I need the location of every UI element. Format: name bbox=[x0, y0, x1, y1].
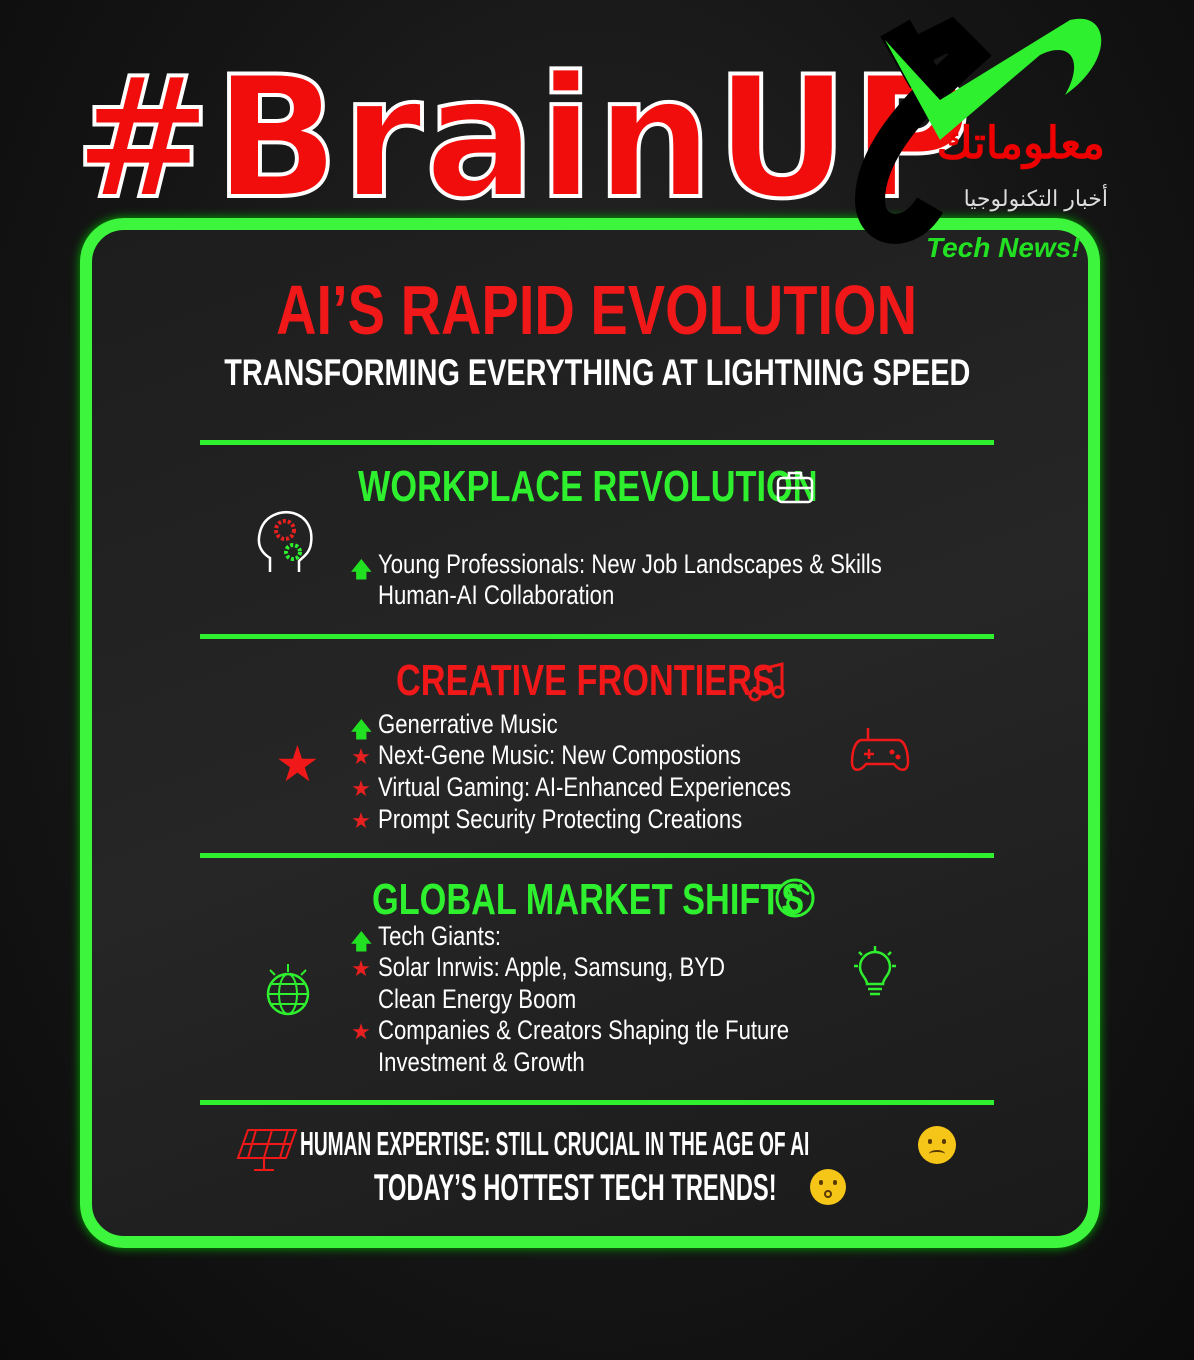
globe-icon bbox=[775, 878, 815, 918]
list-item: Investment & Growth bbox=[378, 1047, 585, 1077]
list-item: ★Companies & Creators Shaping tle Future bbox=[351, 1015, 790, 1045]
lightbulb-icon bbox=[854, 946, 896, 996]
content-frame bbox=[80, 218, 1100, 1248]
section-title: WORKPLACE REVOLUTION bbox=[358, 462, 818, 511]
arrow-up-icon: 🡅 bbox=[350, 557, 373, 582]
music-note-icon bbox=[748, 662, 785, 702]
star-icon: ★ bbox=[351, 1019, 371, 1044]
section-workplace: WORKPLACE REVOLUTION bbox=[358, 462, 947, 512]
list-item: Human-AI Collaboration bbox=[378, 580, 615, 610]
list-item: ★Prompt Security Protecting Creations bbox=[351, 804, 743, 834]
logo-arabic-sub: أخبار التكنولوجيا bbox=[963, 186, 1108, 211]
star-icon: ★ bbox=[351, 744, 371, 769]
star-icon: ★ bbox=[351, 956, 371, 981]
main-title: AI’S RAPID EVOLUTION bbox=[276, 271, 918, 349]
list-item: 🡅Tech Giants: bbox=[350, 921, 528, 954]
list-item: 🡅Generrative Music bbox=[350, 709, 597, 742]
list-item: ★Virtual Gaming: AI-Enhanced Experiences bbox=[351, 772, 792, 802]
star-icon: ★ bbox=[351, 808, 371, 833]
game-controller-icon bbox=[850, 728, 910, 771]
logo-tagline: Tech News! bbox=[926, 232, 1081, 263]
section-title: GLOBAL MARKET SHIFTS bbox=[372, 875, 805, 924]
globe-network-icon bbox=[266, 964, 310, 1016]
divider bbox=[200, 634, 994, 639]
list-item: ★Next-Gene Music: New Compostions bbox=[351, 740, 741, 770]
kissing-face-emoji-icon bbox=[810, 1169, 846, 1205]
site-logo: معلوماتك أخبار التكنولوجيا Tech News! bbox=[800, 0, 1120, 270]
list-item: Clean Energy Boom bbox=[378, 984, 577, 1014]
divider bbox=[200, 1100, 994, 1105]
sad-face-emoji-icon bbox=[918, 1126, 956, 1164]
brain-head-gears-icon bbox=[257, 511, 313, 572]
brand-hashtag: #BrainUP bbox=[72, 38, 974, 238]
arrow-up-icon: 🡅 bbox=[350, 717, 373, 742]
star-icon: ★ bbox=[351, 776, 371, 801]
divider bbox=[200, 853, 994, 858]
section-title: CREATIVE FRONTIERS bbox=[396, 656, 775, 705]
logo-mark-icon bbox=[854, 16, 1102, 244]
arrow-up-icon: 🡅 bbox=[350, 929, 373, 954]
briefcase-icon bbox=[776, 471, 814, 504]
star-icon: ★ bbox=[275, 736, 320, 792]
solar-panel-icon bbox=[236, 1129, 298, 1171]
list-item: 🡅Young Professionals: New Job Landscapes… bbox=[350, 549, 992, 582]
list-item: ★Solar Inrwis: Apple, Samsung, BYD bbox=[351, 952, 726, 982]
section-global: GLOBAL MARKET SHIFTS bbox=[372, 875, 926, 925]
divider bbox=[200, 440, 994, 445]
section-creative: CREATIVE FRONTIERS bbox=[396, 656, 882, 706]
main-subtitle: TRANSFORMING EVERYTHING AT LIGHTNING SPE… bbox=[223, 352, 971, 393]
footer-line-2: TODAY’S HOTTEST TECH TRENDS! bbox=[374, 1167, 777, 1208]
footer-line-1: HUMAN EXPERTISE: STILL CRUCIAL IN THE AG… bbox=[300, 1125, 810, 1162]
logo-arabic: معلوماتك bbox=[936, 119, 1105, 168]
